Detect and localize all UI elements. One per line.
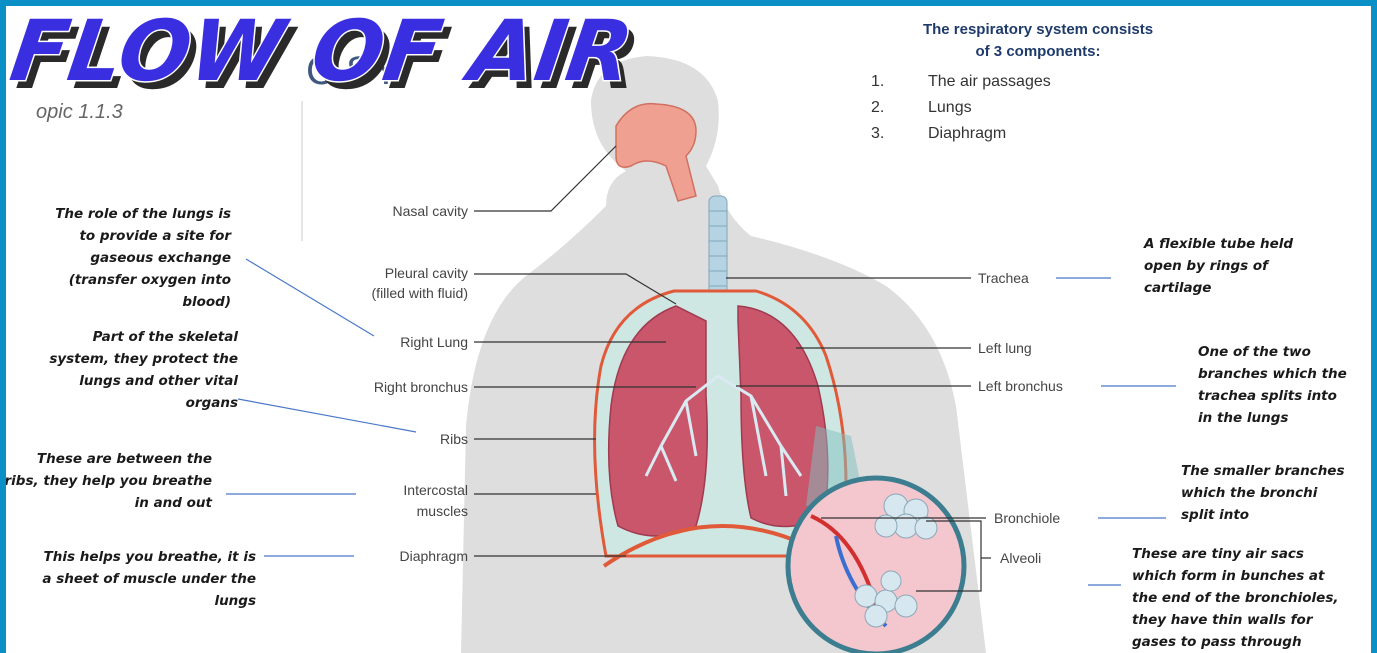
- slide: C SY opic 1.1.3: [6, 6, 1371, 653]
- svg-text:ribs, they help you breathe: ribs, they help you breathe: [6, 473, 212, 489]
- svg-text:Diaphragm: Diaphragm: [928, 125, 1006, 142]
- label-right-lung: Right Lung: [400, 334, 468, 350]
- svg-text:The role of the lungs is: The role of the lungs is: [55, 206, 231, 222]
- label-pleural-cavity: Pleural cavity: [385, 265, 468, 281]
- label-intercostal-sub: muscles: [417, 503, 468, 519]
- svg-text:lungs: lungs: [214, 593, 256, 609]
- label-alveoli: Alveoli: [1000, 550, 1041, 566]
- svg-text:which form in bunches at: which form in bunches at: [1132, 568, 1325, 584]
- svg-text:2.: 2.: [871, 99, 884, 116]
- svg-text:to provide a site for: to provide a site for: [79, 228, 232, 244]
- note-intercostal: These are between the ribs, they help yo…: [6, 451, 213, 511]
- system-heading-2: of 3 components:: [975, 43, 1100, 60]
- svg-text:The air passages: The air passages: [928, 73, 1051, 90]
- label-pleural-cavity-sub: (filled with fluid): [372, 285, 468, 301]
- svg-text:Part of the skeletal: Part of the skeletal: [93, 329, 239, 345]
- svg-text:trachea splits into: trachea splits into: [1198, 388, 1337, 404]
- svg-text:blood): blood): [182, 294, 231, 310]
- label-trachea: Trachea: [978, 270, 1029, 286]
- label-ribs: Ribs: [440, 431, 468, 447]
- note-bronchiole: The smaller branches which the bronchi s…: [1181, 463, 1345, 523]
- svg-text:These are tiny air sacs: These are tiny air sacs: [1132, 546, 1304, 562]
- title: FLOW OF AIR FLOW OF AIR: [6, 6, 646, 108]
- svg-text:system, they protect the: system, they protect the: [49, 351, 238, 367]
- respiratory-diagram: C SY opic 1.1.3: [6, 6, 1371, 653]
- label-nasal-cavity: Nasal cavity: [393, 203, 468, 219]
- svg-text:3.: 3.: [871, 125, 884, 142]
- svg-text:gases to pass through: gases to pass through: [1132, 634, 1302, 650]
- note-diaphragm: This helps you breathe, it is a sheet of…: [42, 549, 256, 609]
- svg-text:branches which the: branches which the: [1198, 366, 1347, 382]
- label-left-bronchus: Left bronchus: [978, 378, 1063, 394]
- label-diaphragm: Diaphragm: [400, 548, 468, 564]
- svg-text:The smaller branches: The smaller branches: [1181, 463, 1345, 479]
- svg-text:in and out: in and out: [135, 495, 213, 511]
- label-intercostal: Intercostal: [403, 482, 468, 498]
- svg-text:gaseous exchange: gaseous exchange: [90, 250, 231, 266]
- svg-text:This helps you breathe, it is: This helps you breathe, it is: [44, 549, 256, 565]
- note-ribs: Part of the skeletal system, they protec…: [49, 329, 238, 411]
- svg-text:they have thin walls for: they have thin walls for: [1132, 612, 1314, 628]
- svg-text:A flexible tube held: A flexible tube held: [1143, 236, 1293, 252]
- label-bronchiole: Bronchiole: [994, 510, 1060, 526]
- label-right-bronchus: Right bronchus: [374, 379, 468, 395]
- note-lungs: The role of the lungs is to provide a si…: [55, 206, 232, 310]
- svg-text:a sheet of muscle under the: a sheet of muscle under the: [42, 571, 256, 587]
- svg-text:organs: organs: [186, 395, 238, 411]
- svg-text:Lungs: Lungs: [928, 99, 972, 116]
- svg-text:the end of the bronchioles,: the end of the bronchioles,: [1132, 590, 1339, 606]
- page-title: FLOW OF AIR: [6, 6, 639, 100]
- svg-text:One of the two: One of the two: [1198, 344, 1311, 360]
- svg-text:which the bronchi: which the bronchi: [1181, 485, 1318, 501]
- svg-text:1.: 1.: [871, 73, 884, 90]
- note-trachea: A flexible tube held open by rings of ca…: [1143, 236, 1293, 296]
- alveoli-magnified: [788, 478, 964, 653]
- svg-text:(transfer oxygen into: (transfer oxygen into: [69, 272, 231, 288]
- svg-text:split into: split into: [1181, 507, 1249, 523]
- note-alveoli: These are tiny air sacs which form in bu…: [1132, 546, 1339, 650]
- svg-text:open by rings of: open by rings of: [1144, 258, 1270, 274]
- system-components: The respiratory system consists of 3 com…: [871, 21, 1153, 142]
- system-heading: The respiratory system consists: [923, 21, 1153, 38]
- svg-text:in the lungs: in the lungs: [1198, 410, 1288, 426]
- svg-text:These are between the: These are between the: [37, 451, 212, 467]
- note-bronchus: One of the two branches which the trache…: [1198, 344, 1347, 426]
- label-left-lung: Left lung: [978, 340, 1032, 356]
- svg-text:cartilage: cartilage: [1144, 280, 1211, 296]
- svg-text:lungs and other vital: lungs and other vital: [79, 373, 238, 389]
